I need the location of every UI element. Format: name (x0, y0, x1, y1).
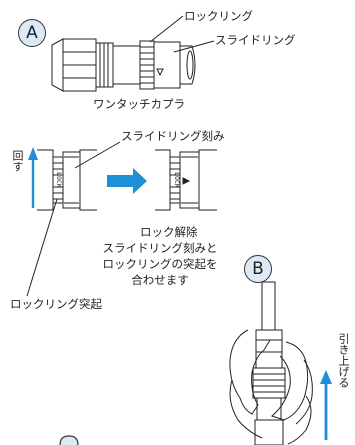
partial-badge (59, 435, 79, 445)
label-slide-ring-notch: スライドリング刻み (121, 129, 225, 143)
badge-a: A (18, 19, 46, 47)
ring-detail-right (155, 149, 217, 211)
coupler-drawing (51, 15, 215, 92)
label-lock-release: ロック解除 (140, 225, 198, 239)
hand-illustration (229, 281, 313, 445)
label-lift-up: 引き上げる (337, 333, 350, 388)
label-one-touch-coupler: ワンタッチカプラ (93, 97, 185, 111)
instruction-line-2: ロックリングの突起を (102, 257, 218, 271)
lock-mark-right: LOCK (173, 172, 181, 188)
instruction-line-1: スライドリング刻みと (102, 241, 218, 255)
label-slide-ring: スライドリング (215, 33, 296, 47)
instruction-line-3: 合わせます (131, 273, 189, 287)
transition-arrow (107, 168, 147, 194)
rotate-arrow (28, 147, 38, 208)
lock-mark-left: LOCK (55, 172, 63, 188)
label-lock-ring-protrusion: ロックリング突起 (10, 297, 102, 311)
label-rotate: 回す (11, 150, 24, 172)
ring-detail-left (26, 141, 121, 297)
lift-arrow (320, 370, 332, 440)
badge-b: B (244, 255, 272, 283)
label-lock-ring: ロックリング (184, 9, 253, 23)
